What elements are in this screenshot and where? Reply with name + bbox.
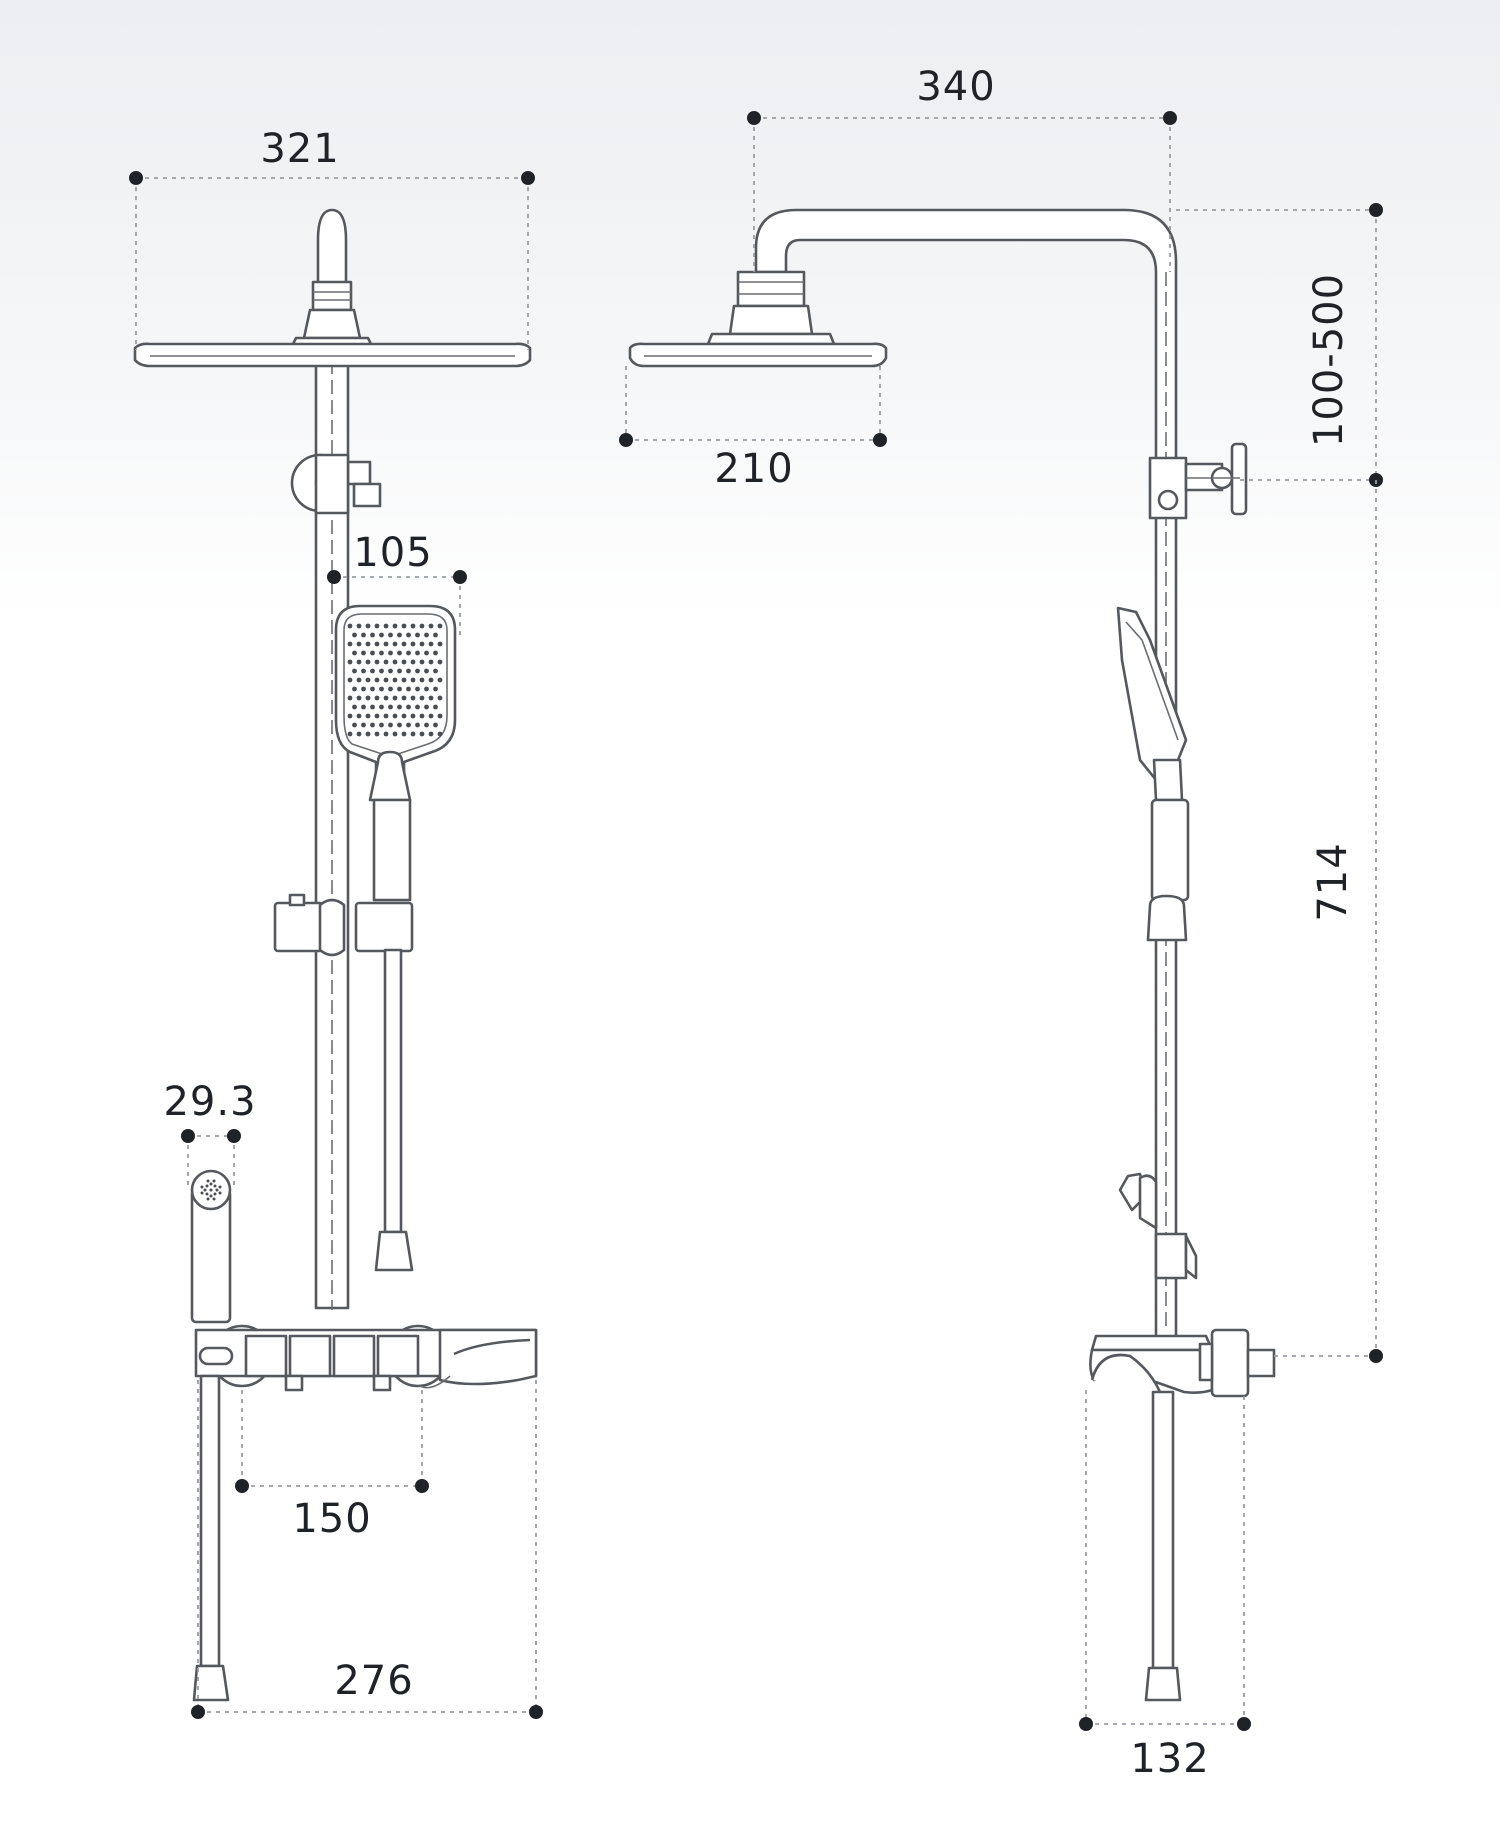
dim-label-29-3: 29.3	[163, 1079, 256, 1125]
side-hand-shower	[1116, 606, 1190, 942]
dim-321: 321	[129, 126, 535, 350]
dim-714: 714	[1274, 480, 1383, 1363]
front-lower-outlet	[192, 1374, 230, 1702]
dim-100-500: 100-500	[1176, 203, 1383, 487]
hand-shower-nozzles	[347, 623, 443, 737]
dim-340: 340	[747, 64, 1177, 272]
front-riser-pipe	[314, 240, 350, 1310]
side-lower-outlet	[1144, 1390, 1182, 1702]
front-wall-bracket	[290, 453, 382, 515]
front-hand-shower	[334, 604, 457, 902]
side-mixer-body	[1089, 1328, 1276, 1398]
dim-label-321: 321	[260, 126, 339, 172]
side-hose-connector	[1118, 1172, 1198, 1280]
dim-label-132: 132	[1130, 1736, 1209, 1782]
front-hose	[374, 948, 414, 1272]
dim-105: 105	[327, 530, 467, 640]
front-mixer-body	[194, 1324, 538, 1392]
dim-132: 132	[1079, 1390, 1251, 1782]
front-handheld-spray	[190, 1169, 232, 1324]
side-wall-bracket	[1148, 442, 1248, 520]
dim-29-3: 29.3	[163, 1079, 256, 1190]
dim-label-276: 276	[334, 1658, 413, 1704]
dim-label-150: 150	[292, 1496, 371, 1542]
dim-label-714: 714	[1310, 842, 1356, 921]
front-top-arm	[302, 208, 362, 340]
dim-150: 150	[235, 1390, 429, 1542]
dim-210: 210	[619, 366, 887, 492]
dim-276: 276	[191, 1380, 543, 1719]
side-riser-and-arm	[754, 208, 1178, 1342]
dim-label-210: 210	[714, 446, 793, 492]
spray-nozzles	[200, 1179, 222, 1201]
dim-label-340: 340	[916, 64, 995, 110]
front-view: 321 105 29.3 150 276	[129, 126, 543, 1719]
dim-label-105: 105	[353, 530, 432, 576]
side-overhead-shower	[628, 270, 888, 368]
dim-label-100-500: 100-500	[1306, 273, 1352, 447]
front-slider-holder	[273, 893, 414, 957]
side-view: 340 210 100-500 714 132	[619, 64, 1383, 1782]
front-overhead-shower	[133, 336, 532, 368]
